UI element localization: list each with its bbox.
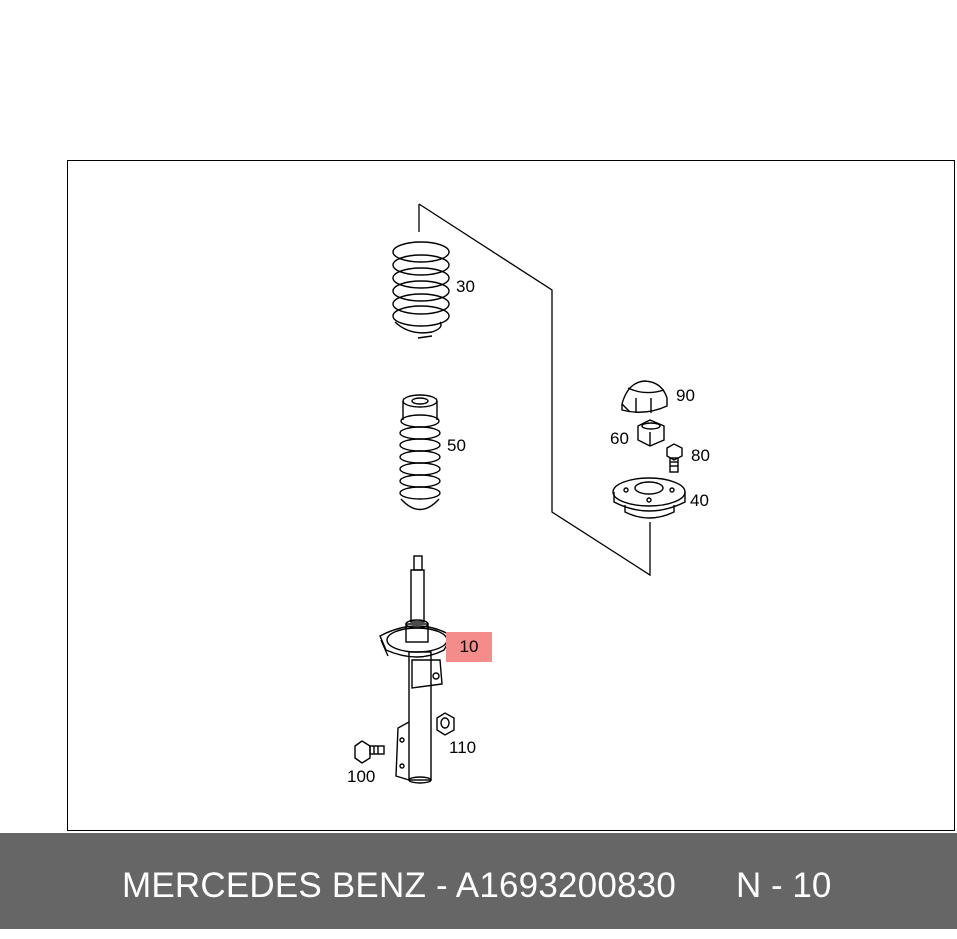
bolt-part[interactable] — [666, 443, 683, 473]
highlighted-callout-10[interactable]: 10 — [446, 632, 492, 662]
nut-part[interactable] — [637, 419, 665, 447]
callout-90: 90 — [676, 386, 695, 405]
protective-cap-part[interactable] — [621, 380, 668, 413]
coil-spring-part[interactable] — [392, 241, 450, 339]
part-number-title: MERCEDES BENZ - A1693200830 — [122, 866, 677, 905]
strut-mount-part[interactable] — [612, 477, 686, 519]
callout-110: 110 — [449, 738, 476, 757]
callout-100: 100 — [347, 767, 375, 786]
callout-30: 30 — [456, 277, 475, 296]
lower-bolt-part[interactable] — [354, 740, 385, 764]
callout-10-label: 10 — [459, 637, 479, 656]
callout-60: 60 — [610, 429, 629, 448]
footer-bar: MERCEDES BENZ - A1693200830 N - 10 — [0, 833, 957, 929]
diagram-frame — [67, 160, 955, 831]
callout-80: 80 — [691, 446, 710, 465]
position-code: N - 10 — [736, 866, 832, 905]
strut-assembly-part[interactable] — [379, 555, 453, 784]
callout-40: 40 — [690, 491, 709, 510]
group-bracket — [418, 203, 651, 577]
callout-50: 50 — [447, 436, 466, 455]
dust-boot-part[interactable] — [399, 394, 441, 511]
lower-nut-part[interactable] — [436, 712, 455, 736]
